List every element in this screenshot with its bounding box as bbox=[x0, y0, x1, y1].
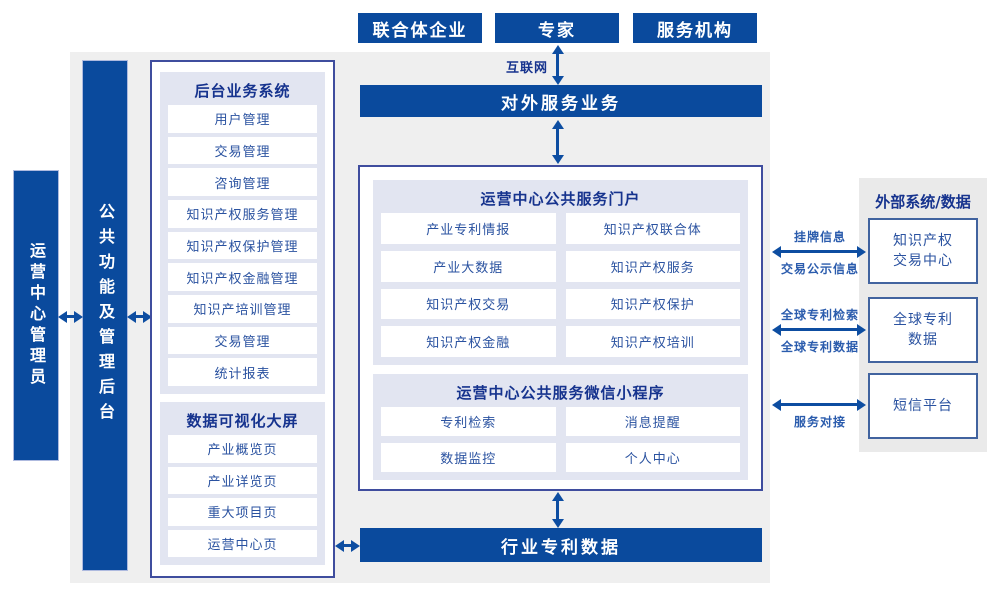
public-portal-title: 运营中心公共服务门户 bbox=[480, 190, 641, 208]
ip-trading-center-box: 知识产权 交易中心 bbox=[868, 218, 978, 284]
dashboard-item-list: 产业概览页 产业详览页 重大项目页 运营中心页 bbox=[168, 435, 317, 557]
internet-double-arrow bbox=[556, 53, 559, 77]
left-systems-box: 后台业务系统 用户管理 交易管理 咨询管理 知识产权服务管理 知识产权保护管理 … bbox=[150, 60, 335, 578]
internet-label: 互联网 bbox=[505, 61, 548, 76]
portal-to-data-arrow bbox=[556, 500, 559, 520]
backend-item: 咨询管理 bbox=[168, 168, 317, 197]
external-systems-title: 外部系统/数据 bbox=[875, 193, 971, 211]
backend-item: 知识产培训管理 bbox=[168, 295, 317, 323]
global-patent-data-box: 全球专利 数据 bbox=[868, 297, 978, 363]
backend-item: 交易管理 bbox=[168, 136, 317, 165]
external-service-bar: 对外服务业务 bbox=[360, 85, 762, 117]
public-function-admin-bar: 公共功能及管理后台 bbox=[82, 60, 128, 571]
global-patent-search-label: 全球专利检索 bbox=[780, 308, 859, 322]
center-portal-box: 运营中心公共服务门户 产业专利情报 知识产权联合体 产业大数据 知识产权服务 知… bbox=[358, 165, 763, 491]
actor-service-agency: 服务机构 bbox=[633, 13, 757, 43]
backend-item: 知识产权保护管理 bbox=[168, 231, 317, 260]
trade-publicity-label: 交易公示信息 bbox=[780, 262, 859, 276]
industry-patent-data-bar: 行业专利数据 bbox=[360, 528, 762, 562]
global-patent-arrow bbox=[780, 328, 858, 331]
dashboard-item: 产业概览页 bbox=[168, 435, 317, 463]
dashboard-panel: 数据可视化大屏 产业概览页 产业详览页 重大项目页 运营中心页 bbox=[160, 402, 325, 565]
global-patent-data-label: 全球专利数据 bbox=[780, 340, 859, 354]
public-to-backend-arrow bbox=[135, 315, 144, 318]
portal-item: 知识产权联合体 bbox=[565, 213, 740, 244]
service-connect-arrow bbox=[780, 403, 858, 406]
backend-item: 用户管理 bbox=[168, 105, 317, 133]
portal-item: 产业大数据 bbox=[381, 250, 556, 282]
backend-item: 交易管理 bbox=[168, 326, 317, 355]
portal-item: 知识产权服务 bbox=[565, 250, 740, 282]
miniprogram-item-grid: 专利检索 消息提醒 数据监控 个人中心 bbox=[381, 407, 740, 472]
miniprogram-item: 专利检索 bbox=[381, 407, 556, 436]
portal-item: 知识产权交易 bbox=[381, 288, 556, 320]
portal-item: 知识产权培训 bbox=[565, 326, 740, 357]
miniprogram-item: 个人中心 bbox=[565, 443, 740, 472]
actor-expert: 专家 bbox=[495, 13, 619, 43]
backend-system-title: 后台业务系统 bbox=[194, 82, 291, 100]
dashboard-item: 运营中心页 bbox=[168, 529, 317, 557]
miniprogram-panel: 运营中心公共服务微信小程序 专利检索 消息提醒 数据监控 个人中心 bbox=[373, 374, 748, 480]
service-connect-label: 服务对接 bbox=[793, 415, 846, 429]
backend-item: 知识产权服务管理 bbox=[168, 200, 317, 228]
portal-item: 知识产权保护 bbox=[565, 288, 740, 320]
portal-item-grid: 产业专利情报 知识产权联合体 产业大数据 知识产权服务 知识产权交易 知识产权保… bbox=[381, 213, 740, 357]
listing-info-arrow bbox=[780, 250, 858, 253]
public-portal-panel: 运营中心公共服务门户 产业专利情报 知识产权联合体 产业大数据 知识产权服务 知… bbox=[373, 180, 748, 365]
dashboard-title: 数据可视化大屏 bbox=[186, 412, 299, 430]
actor-consortium-enterprise: 联合体企业 bbox=[358, 13, 482, 43]
listing-info-label: 挂牌信息 bbox=[793, 230, 846, 244]
external-systems-panel: 外部系统/数据 知识产权 交易中心 全球专利 数据 短信平台 bbox=[859, 178, 987, 452]
backend-item: 知识产权金融管理 bbox=[168, 263, 317, 292]
backend-item-list: 用户管理 交易管理 咨询管理 知识产权服务管理 知识产权保护管理 知识产权金融管… bbox=[168, 105, 317, 387]
sms-platform-box: 短信平台 bbox=[868, 373, 978, 439]
dashboard-item: 重大项目页 bbox=[168, 498, 317, 526]
portal-item: 知识产权金融 bbox=[381, 326, 556, 357]
miniprogram-title: 运营中心公共服务微信小程序 bbox=[456, 384, 665, 402]
backend-item: 统计报表 bbox=[168, 358, 317, 387]
portal-item: 产业专利情报 bbox=[381, 213, 556, 244]
backend-system-panel: 后台业务系统 用户管理 交易管理 咨询管理 知识产权服务管理 知识产权保护管理 … bbox=[160, 72, 325, 394]
dashboard-item: 产业详览页 bbox=[168, 466, 317, 494]
miniprogram-item: 消息提醒 bbox=[565, 407, 740, 436]
operation-center-admin-bar: 运营中心管理员 bbox=[13, 170, 59, 461]
admin-to-public-arrow bbox=[66, 315, 75, 318]
dashboard-to-data-arrow bbox=[343, 544, 352, 547]
miniprogram-item: 数据监控 bbox=[381, 443, 556, 472]
service-to-portal-arrow bbox=[556, 128, 559, 156]
